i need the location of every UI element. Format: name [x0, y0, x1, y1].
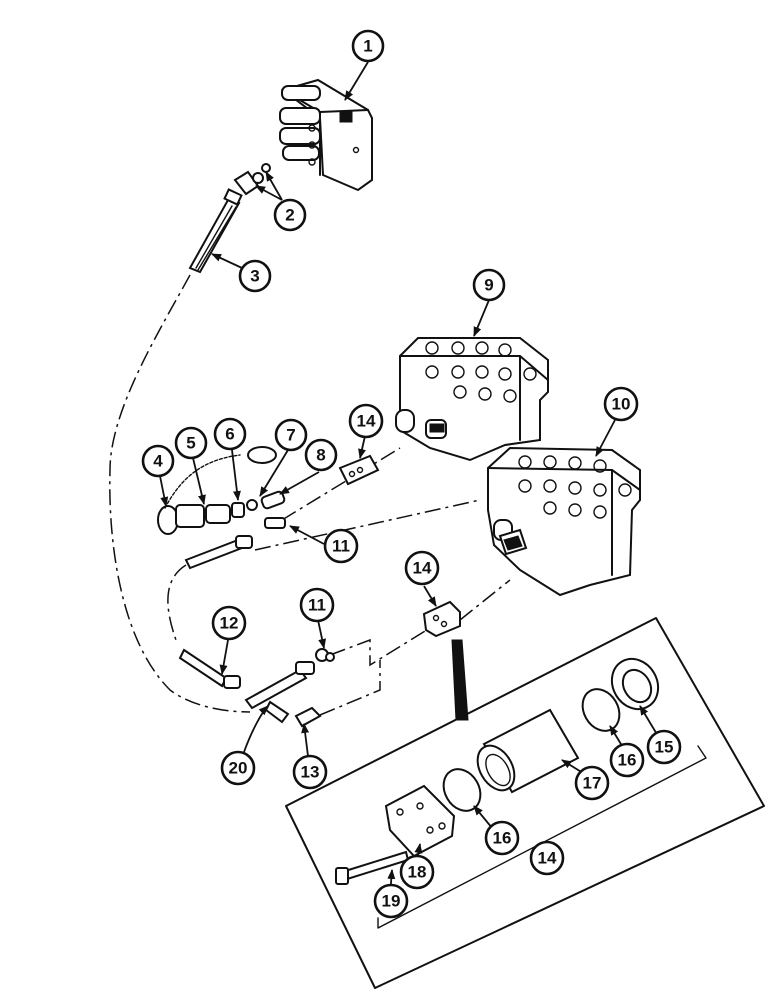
svg-text:1: 1 — [363, 37, 372, 56]
hose-part-3 — [188, 188, 243, 274]
leader-lines — [159, 61, 659, 897]
svg-text:5: 5 — [186, 434, 195, 453]
detail-pointer — [451, 639, 469, 721]
svg-text:2: 2 — [285, 206, 294, 225]
callout-6: 6 — [213, 417, 247, 451]
svg-text:6: 6 — [225, 425, 234, 444]
svg-text:14: 14 — [413, 559, 432, 578]
cap-part-14-upper — [338, 454, 380, 486]
callout-1: 1 — [351, 29, 385, 63]
coupler-group-parts-4-8 — [157, 446, 286, 535]
svg-text:14: 14 — [357, 412, 376, 431]
bolt-part-19 — [335, 850, 410, 885]
svg-text:16: 16 — [618, 751, 637, 770]
callout-3: 3 — [238, 259, 272, 293]
fitting-part-11-lower — [315, 648, 335, 662]
callout-5: 5 — [174, 426, 208, 460]
callout-13: 13 — [292, 754, 328, 790]
fitting-part-2 — [233, 163, 271, 196]
callout-16-left: 16 — [484, 820, 520, 856]
flow-lines — [109, 274, 511, 716]
detail-box — [285, 617, 765, 989]
svg-text:20: 20 — [229, 759, 248, 778]
callout-14-detail: 14 — [529, 840, 565, 876]
sleeve-part-17 — [476, 708, 580, 794]
callout-11-lower: 11 — [299, 587, 335, 623]
svg-text:16: 16 — [493, 829, 512, 848]
svg-text:10: 10 — [612, 395, 631, 414]
callout-9: 9 — [472, 268, 506, 302]
cap-plate-part-18 — [384, 784, 456, 858]
callout-7: 7 — [274, 418, 308, 452]
callout-8: 8 — [304, 438, 338, 472]
svg-text:9: 9 — [484, 276, 493, 295]
callout-16-right: 16 — [609, 742, 645, 778]
svg-text:13: 13 — [301, 763, 320, 782]
control-valve-part-9 — [395, 337, 549, 462]
svg-text:19: 19 — [382, 892, 401, 911]
control-valve-part-10 — [487, 446, 641, 597]
svg-text:11: 11 — [308, 596, 326, 615]
svg-text:11: 11 — [332, 537, 350, 556]
svg-text:14: 14 — [538, 849, 557, 868]
svg-text:15: 15 — [655, 738, 674, 757]
callout-20: 20 — [220, 750, 256, 786]
callout-19: 19 — [373, 883, 409, 919]
callout-2: 2 — [273, 198, 307, 232]
callout-18: 18 — [399, 854, 435, 890]
callout-4: 4 — [141, 444, 175, 478]
svg-text:7: 7 — [286, 426, 295, 445]
elbow-part-13 — [294, 706, 322, 728]
fitting-part-11-upper — [264, 517, 286, 529]
hose-middle — [184, 535, 253, 570]
callout-15: 15 — [646, 729, 682, 765]
callout-14-lower: 14 — [404, 550, 440, 586]
hose-part-12 — [178, 648, 241, 689]
cap-part-14-lower — [422, 600, 461, 638]
svg-text:12: 12 — [220, 614, 239, 633]
svg-text:18: 18 — [408, 863, 427, 882]
seal-part-15 — [610, 657, 660, 711]
callout-17: 17 — [574, 765, 610, 801]
callout-14-upper: 14 — [348, 403, 384, 439]
svg-text:8: 8 — [316, 446, 325, 465]
svg-text:3: 3 — [250, 267, 259, 286]
valve-block-part-1 — [279, 78, 373, 192]
callout-12: 12 — [211, 605, 247, 641]
callout-10: 10 — [603, 386, 639, 422]
callout-11-upper: 11 — [323, 528, 359, 564]
svg-text:4: 4 — [153, 452, 163, 471]
hose-part-20 — [244, 661, 315, 724]
o-ring-part-16-left — [442, 768, 482, 812]
svg-text:17: 17 — [583, 774, 602, 793]
